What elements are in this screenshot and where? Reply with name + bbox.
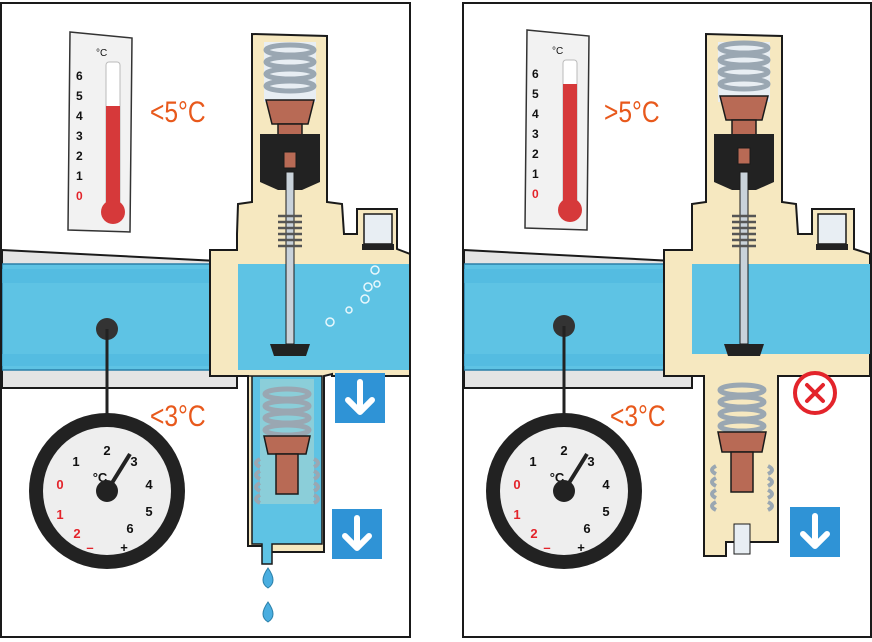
air-temp-label: >5°C [604, 96, 660, 129]
air-bubbles [325, 265, 381, 327]
flow-arrow-icon [790, 507, 840, 557]
svg-text:3: 3 [532, 127, 539, 141]
relief-port [362, 213, 394, 250]
svg-text:5: 5 [602, 504, 609, 519]
svg-text:°C: °C [96, 48, 107, 59]
svg-text:6: 6 [126, 521, 133, 536]
pipe [464, 248, 697, 389]
svg-text:6: 6 [532, 67, 539, 81]
svg-text:0: 0 [532, 187, 539, 201]
svg-text:+: + [120, 540, 128, 555]
valve-diagram-open: 654 321 0 °C 2 1 0 1 2 3 4 5 6 – [2, 31, 409, 623]
water-drops [262, 567, 274, 623]
svg-text:4: 4 [532, 107, 539, 121]
svg-text:2: 2 [76, 149, 83, 163]
svg-text:2: 2 [532, 147, 539, 161]
thermometer-icon: 6 5 4 3 2 1 0 °C [524, 29, 590, 231]
svg-text:1: 1 [72, 454, 79, 469]
relief-port [816, 213, 848, 250]
svg-text:3: 3 [76, 129, 83, 143]
thermometer-icon: 6 5 4 3 2 1 0 °C [67, 31, 133, 233]
svg-text:6: 6 [76, 69, 83, 83]
upper-thermostatic-cartridge [260, 42, 320, 356]
svg-text:1: 1 [529, 454, 536, 469]
svg-text:1: 1 [56, 507, 63, 522]
svg-text:2: 2 [560, 443, 567, 458]
stop-x-icon [793, 371, 837, 415]
water-temp-label: <3°C [610, 400, 666, 433]
svg-text:3: 3 [587, 454, 594, 469]
upper-thermostatic-cartridge [714, 40, 774, 356]
svg-text:3: 3 [130, 454, 137, 469]
svg-text:5: 5 [76, 89, 83, 103]
flow-arrow-icon [332, 509, 382, 559]
svg-text:0: 0 [513, 477, 520, 492]
valve-diagram-closed: 654 321 0 °C 2 1 0 1 2 3 4 5 6 – + [464, 29, 870, 569]
water-temp-label: <3°C [150, 400, 206, 433]
dial-gauge-icon: 2 1 0 1 2 3 4 5 6 – + °C [29, 413, 185, 569]
svg-text:4: 4 [602, 477, 610, 492]
svg-text:2: 2 [103, 443, 110, 458]
lower-thermostatic-cartridge [254, 386, 320, 505]
svg-text:°C: °C [552, 46, 563, 57]
svg-text:1: 1 [76, 169, 83, 183]
svg-text:2: 2 [73, 526, 80, 541]
svg-text:4: 4 [76, 109, 83, 123]
flow-arrow-icon [335, 373, 385, 423]
svg-text:–: – [543, 540, 550, 555]
svg-text:+: + [577, 540, 585, 555]
svg-text:1: 1 [513, 507, 520, 522]
pipe [2, 248, 243, 389]
svg-text:4: 4 [145, 477, 153, 492]
svg-text:5: 5 [145, 504, 152, 519]
svg-text:–: – [86, 540, 93, 555]
dial-gauge-icon: 2 1 0 1 2 3 4 5 6 – + °C [486, 413, 642, 569]
svg-text:6: 6 [583, 521, 590, 536]
svg-text:1: 1 [532, 167, 539, 181]
lower-thermostatic-cartridge [710, 382, 774, 555]
air-temp-label: <5°C [150, 96, 206, 129]
svg-text:5: 5 [532, 87, 539, 101]
svg-text:0: 0 [76, 189, 83, 203]
svg-text:2: 2 [530, 526, 537, 541]
svg-text:0: 0 [56, 477, 63, 492]
valve-body [663, 32, 870, 557]
